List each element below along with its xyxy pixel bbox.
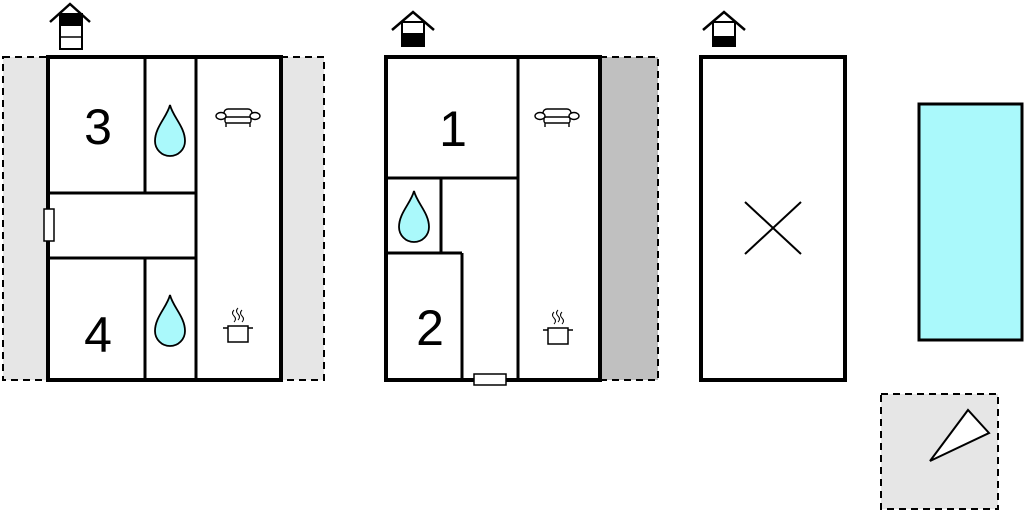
floor-basement <box>699 55 847 382</box>
pool <box>917 102 1024 342</box>
room-label-3: 3 <box>84 99 112 155</box>
room-label-2: 2 <box>416 300 444 356</box>
floor-upper: 3 4 <box>2 55 325 382</box>
door <box>43 208 55 242</box>
house-icon-ground-floor <box>391 10 435 47</box>
house-icon-top-floor <box>49 2 91 50</box>
room-label-4: 4 <box>84 307 112 363</box>
floor-ground: 1 2 <box>384 55 659 386</box>
terrace-area <box>880 393 999 510</box>
terrace-left <box>2 56 48 381</box>
house-icon-basement <box>702 10 746 47</box>
room-label-1: 1 <box>439 101 467 157</box>
terrace-right <box>599 56 659 381</box>
outer-wall <box>699 55 847 382</box>
door <box>473 373 507 386</box>
compass-arrow-icon <box>929 408 991 462</box>
terrace-right <box>280 56 325 381</box>
